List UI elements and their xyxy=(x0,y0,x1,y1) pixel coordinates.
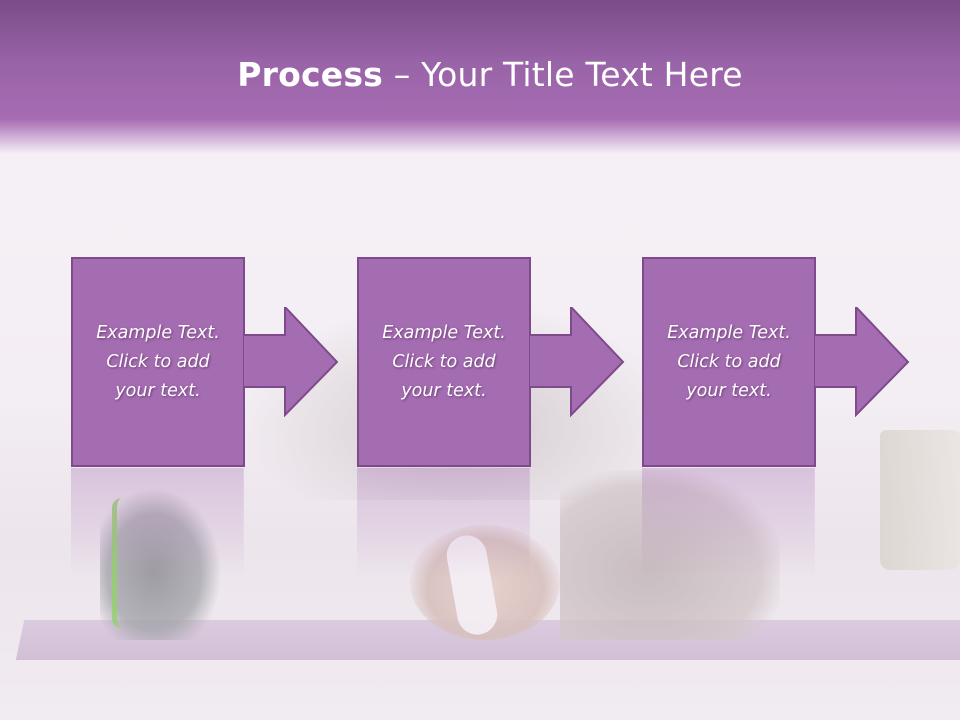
step-text: Example Text. Click to add your text. xyxy=(667,319,791,406)
step-text-line-3: your text. xyxy=(401,380,487,401)
step-reflection xyxy=(642,468,815,578)
title-bold: Process xyxy=(237,55,384,94)
step-text: Example Text. Click to add your text. xyxy=(96,319,220,406)
step-box[interactable]: Example Text. Click to add your text. xyxy=(642,257,816,467)
arrow-right-icon xyxy=(243,307,339,417)
step-text-line-1: Example Text. xyxy=(96,322,220,343)
step-text-line-2: Click to add xyxy=(677,351,781,372)
step-box[interactable]: Example Text. Click to add your text. xyxy=(357,257,531,467)
step-text-line-1: Example Text. xyxy=(382,322,506,343)
step-box[interactable]: Example Text. Click to add your text. xyxy=(71,257,245,467)
process-step-1[interactable]: Example Text. Click to add your text. xyxy=(71,257,341,467)
photo-shoe-lace xyxy=(112,498,132,628)
step-text-line-2: Click to add xyxy=(106,351,210,372)
arrow-right-icon xyxy=(814,307,910,417)
process-step-3[interactable]: Example Text. Click to add your text. xyxy=(642,257,912,467)
photo-plant-pot xyxy=(880,430,960,570)
step-reflection xyxy=(71,468,244,578)
process-step-2[interactable]: Example Text. Click to add your text. xyxy=(357,257,627,467)
arrow-right-icon xyxy=(529,307,625,417)
step-reflection xyxy=(357,468,530,578)
step-text-line-3: your text. xyxy=(115,380,201,401)
photo-figure-body xyxy=(560,470,780,640)
slide-title[interactable]: Process – Your Title Text Here xyxy=(0,55,960,94)
photo-shoe xyxy=(100,490,220,640)
title-rest: – Your Title Text Here xyxy=(383,55,743,94)
header-bar xyxy=(0,0,960,175)
step-text-line-2: Click to add xyxy=(392,351,496,372)
step-text-line-1: Example Text. xyxy=(667,322,791,343)
step-text: Example Text. Click to add your text. xyxy=(382,319,506,406)
step-text-line-3: your text. xyxy=(686,380,772,401)
